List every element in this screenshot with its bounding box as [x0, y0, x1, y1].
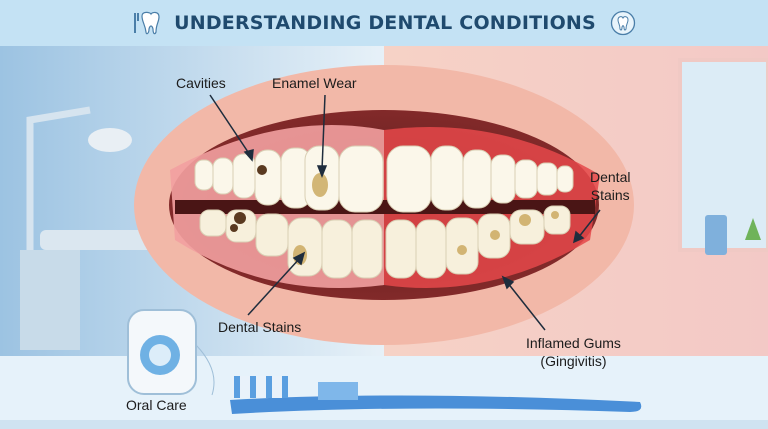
label-dental-stains-right: Dental Stains	[590, 168, 630, 204]
upper-teeth	[194, 145, 574, 213]
dental-chair-lamp	[20, 106, 170, 350]
label-dental-stains-right-line1: Dental	[590, 169, 631, 185]
label-enamel-wear: Enamel Wear	[272, 75, 357, 91]
dental-illustration	[0, 46, 768, 429]
cavity-marks	[230, 165, 267, 232]
pointer-arrows	[209, 94, 601, 331]
header-banner: UNDERSTANDING DENTAL CONDITIONS	[0, 0, 768, 46]
label-inflamed-gums: Inflamed Gums (Gingivitis)	[526, 334, 621, 370]
label-inflamed-gums-line2: (Gingivitis)	[540, 353, 607, 369]
tooth-with-toothbrush-icon	[134, 11, 160, 35]
page-title: UNDERSTANDING DENTAL CONDITIONS	[174, 12, 596, 34]
toothbrush	[230, 376, 642, 414]
label-dental-stains-lower: Dental Stains	[218, 319, 302, 335]
label-inflamed-gums-line1: Inflamed Gums	[526, 335, 621, 351]
label-cavities: Cavities	[176, 75, 226, 91]
bottom-strip	[0, 356, 768, 429]
floss-container	[127, 309, 215, 396]
tooth-circle-icon	[610, 10, 636, 36]
label-dental-stains-right-line2: Stains	[590, 187, 630, 203]
label-oral-care: Oral Care	[126, 397, 187, 413]
